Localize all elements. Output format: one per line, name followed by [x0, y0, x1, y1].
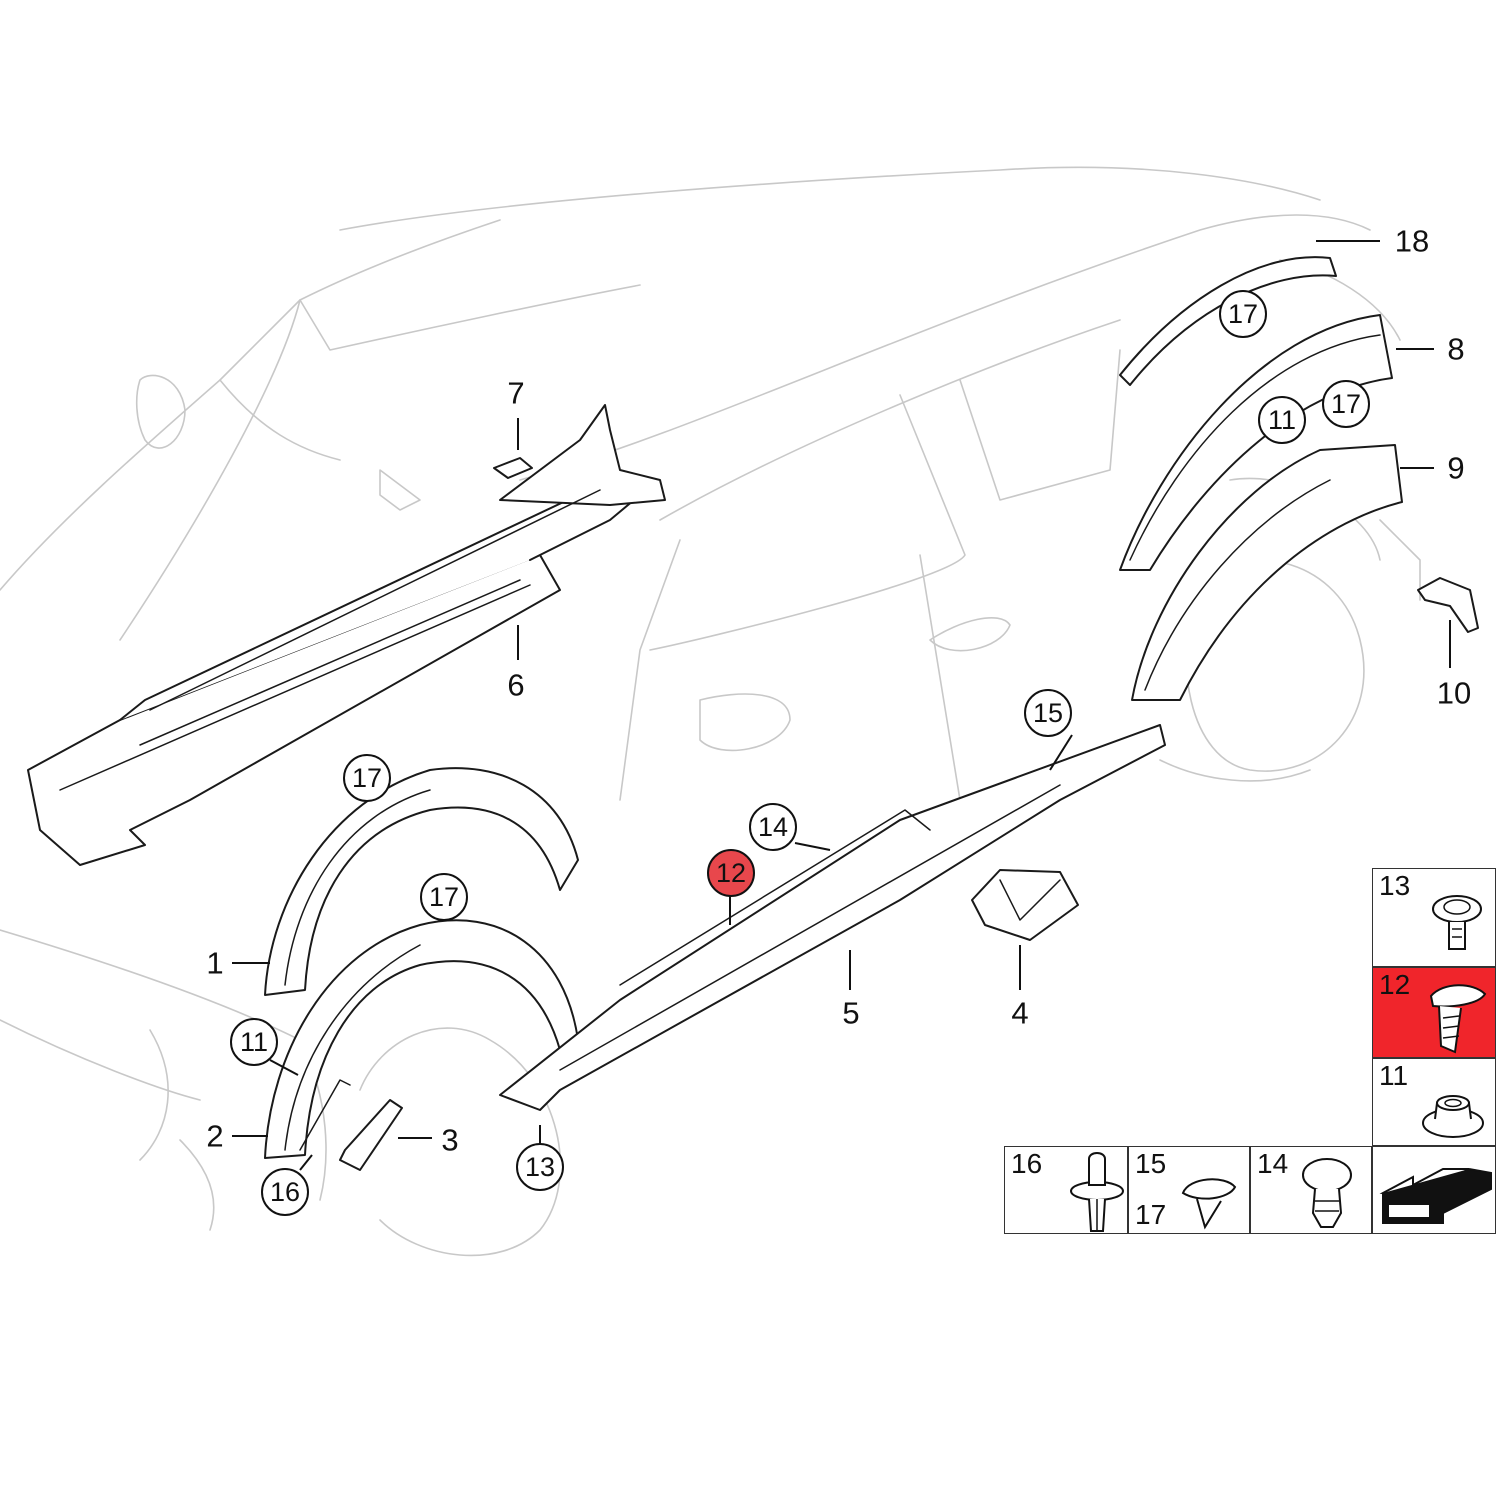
legend-cell-12-highlighted: 12	[1372, 967, 1496, 1058]
callout-bubble-17: 17	[1219, 290, 1267, 338]
part-rear-arch-8	[1119, 314, 1393, 571]
screw-clip-icon	[1432, 895, 1482, 950]
leader-lines	[232, 240, 1451, 1171]
callout-6: 6	[507, 667, 525, 703]
callout-bubble-17: 17	[420, 873, 468, 921]
callout-5: 5	[842, 995, 860, 1031]
callout-bubble-14: 14	[749, 803, 797, 851]
part-bracket-3	[339, 1099, 403, 1171]
direction-arrow-icon	[1379, 1168, 1492, 1224]
callout-4: 4	[1011, 995, 1029, 1031]
part-inner-sill	[27, 404, 666, 866]
part-front-arch-1	[264, 767, 579, 996]
expanding-clip-icon	[1429, 984, 1487, 1054]
push-rivet-icon	[1070, 1152, 1124, 1232]
part-bracket-10	[1417, 577, 1479, 633]
part-clip-7	[493, 457, 533, 479]
callout-bubble-16: 16	[261, 1168, 309, 1216]
legend-cell-13: 13	[1372, 868, 1496, 967]
callout-bubble-17: 17	[343, 754, 391, 802]
legend-cell-16: 16	[1004, 1146, 1128, 1234]
legend-cell-11: 11	[1372, 1058, 1496, 1146]
grommet-icon	[1422, 1095, 1484, 1138]
callout-9: 9	[1447, 450, 1465, 486]
part-rear-flare-9	[1131, 444, 1403, 701]
wedge-clip-icon	[1181, 1178, 1237, 1230]
callout-bubble-11: 11	[230, 1018, 278, 1066]
legend-cell-15-17: 15 17	[1128, 1146, 1250, 1234]
callout-3: 3	[441, 1122, 459, 1158]
callout-bubble-13: 13	[516, 1143, 564, 1191]
callout-bubble-17: 17	[1322, 380, 1370, 428]
callout-18: 18	[1394, 223, 1430, 259]
callout-1: 1	[206, 945, 224, 981]
part-strip-18	[1119, 256, 1337, 386]
callout-bubble-15: 15	[1024, 689, 1072, 737]
part-outer-sill-5	[499, 724, 1166, 1111]
part-front-flare-2	[264, 919, 579, 1159]
callout-7: 7	[507, 375, 525, 411]
callout-8: 8	[1447, 331, 1465, 367]
callout-2: 2	[206, 1118, 224, 1154]
legend-cell-14: 14	[1250, 1146, 1372, 1234]
car-body-outline	[0, 166, 1421, 1257]
callout-bubble-12-highlighted: 12	[707, 849, 755, 897]
legend-cell-direction	[1372, 1146, 1496, 1234]
fir-tree-clip-icon	[1302, 1158, 1352, 1228]
callout-bubble-11: 11	[1258, 396, 1306, 444]
part-bracket-4	[971, 869, 1079, 941]
callout-10: 10	[1436, 675, 1472, 711]
